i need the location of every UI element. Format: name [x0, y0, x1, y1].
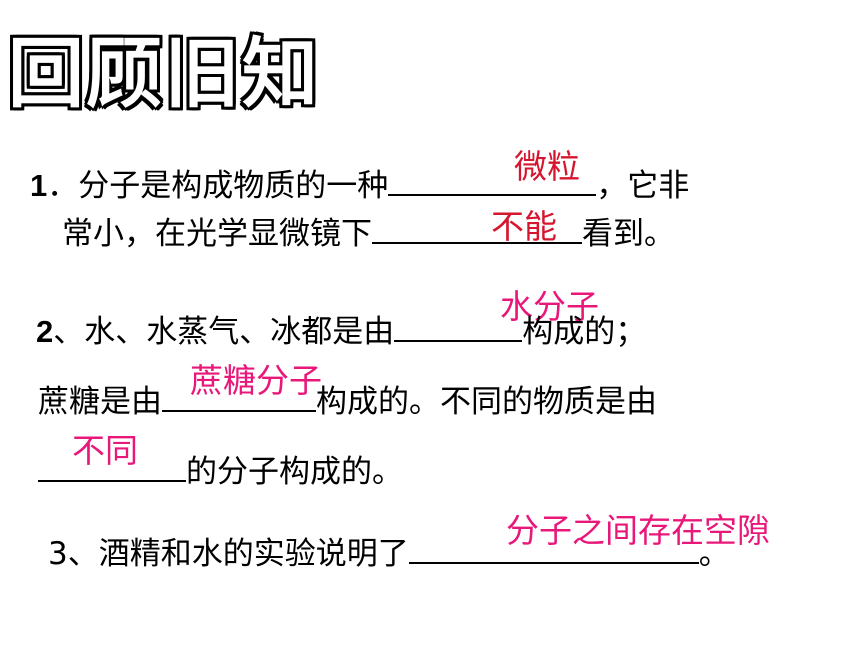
- q2-blank-2: [162, 380, 316, 412]
- q1-text-d: 看到。: [582, 216, 675, 252]
- q1-blank-2: [372, 212, 582, 244]
- q2-blank-3: [38, 450, 186, 482]
- q2-line-2: 蔗糖是由 构成的。不同的物质是由: [38, 380, 657, 420]
- q3-text-a: 3、酒精和水的实验说明了: [48, 536, 409, 572]
- q2-text-c: 蔗糖是由: [38, 384, 162, 420]
- q1-text-a: ．分子是构成物质的一种: [47, 168, 389, 204]
- q1-blank-1: [388, 164, 597, 196]
- q2-line-3: 的分子构成的。: [38, 450, 403, 490]
- q3-answer-1: 分子之间存在空隙: [506, 511, 770, 550]
- q1-line-1: 1．分子是构成物质的一种 ，它非: [30, 164, 689, 204]
- q2-answer-1: 水分子: [500, 287, 599, 326]
- q1-answer-1: 微粒: [514, 147, 580, 186]
- q3-line-1: 3、酒精和水的实验说明了 。: [48, 532, 730, 572]
- q2-text-d: 构成的。不同的物质是由: [316, 384, 657, 420]
- q3-blank-1: [408, 532, 699, 564]
- q1-answer-2: 不能: [491, 207, 557, 246]
- q2-blank-1: [394, 310, 523, 342]
- q2-answer-2: 蔗糖分子: [190, 361, 322, 400]
- q2-text-b: 构成的；: [522, 314, 647, 350]
- q1-text-c: 常小，在光学显微镜下: [62, 216, 372, 252]
- q2-line-1: 2、水、水蒸气、冰都是由 构成的；: [36, 310, 646, 350]
- q1-text-b: ，它非: [596, 168, 690, 204]
- q2-number: 2: [36, 314, 54, 349]
- q1-number: 1: [30, 168, 48, 203]
- q2-text-e: 的分子构成的。: [186, 454, 403, 490]
- q1-line-2: 常小，在光学显微镜下 看到。: [62, 212, 675, 252]
- q2-text-a: 、水、水蒸气、冰都是由: [53, 314, 395, 350]
- page-title: 回顾旧知: [8, 29, 320, 118]
- q2-answer-3: 不同: [72, 431, 138, 470]
- q3-text-b: 。: [698, 536, 730, 572]
